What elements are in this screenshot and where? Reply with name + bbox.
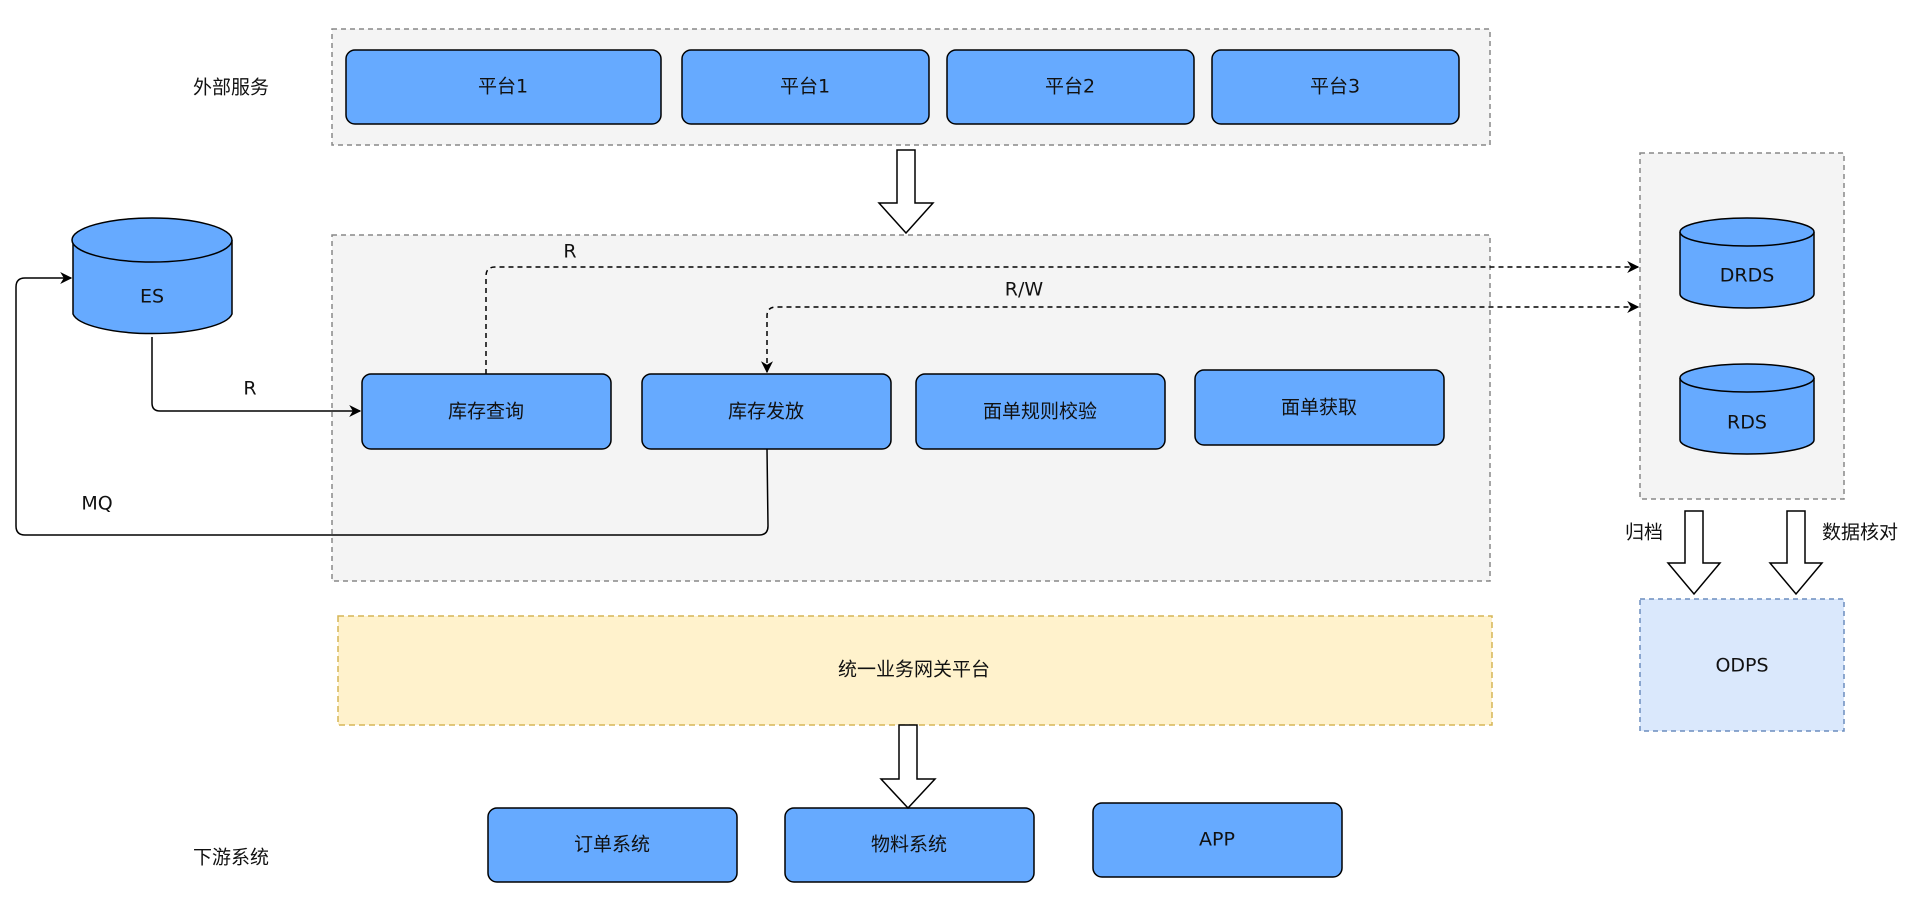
connector-inventory-issue-rw-storage xyxy=(761,301,1640,374)
platform-box-2 xyxy=(681,49,930,125)
odps-box xyxy=(1639,598,1845,732)
downstream-box-order xyxy=(487,807,738,883)
connector-inventory-query-to-storage xyxy=(485,261,1640,374)
service-label-waybill-rule-check: 面单规则校验 xyxy=(983,401,1097,423)
platform-label-2: 平台1 xyxy=(780,76,830,98)
connector-label-r-es: R xyxy=(243,378,256,400)
platform-label-3: 平台2 xyxy=(1045,76,1095,98)
block-arrow-platforms-to-core xyxy=(877,149,935,235)
archive-label: 归档 xyxy=(1625,522,1663,544)
data-reconcile-label: 数据核对 xyxy=(1822,522,1898,544)
gateway-box xyxy=(337,615,1493,726)
drds-database-cylinder xyxy=(1679,217,1815,309)
platform-box-3 xyxy=(946,49,1195,125)
platform-label-4: 平台3 xyxy=(1310,76,1360,98)
block-arrow-archive xyxy=(1666,510,1722,596)
platform-box-1 xyxy=(345,49,662,125)
connector-label-r-top: R xyxy=(563,241,576,263)
service-label-inventory-issue: 库存发放 xyxy=(728,401,804,423)
downstream-label-material: 物料系统 xyxy=(871,834,947,856)
gateway-label: 统一业务网关平台 xyxy=(838,659,990,681)
downstream-systems-label: 下游系统 xyxy=(193,847,269,869)
drds-label: DRDS xyxy=(1720,265,1775,287)
rds-label: RDS xyxy=(1727,412,1767,434)
external-services-label: 外部服务 xyxy=(193,77,269,99)
service-label-inventory-query: 库存查询 xyxy=(448,401,524,423)
platform-label-1: 平台1 xyxy=(478,76,528,98)
downstream-label-app: APP xyxy=(1199,829,1235,851)
downstream-box-material xyxy=(784,807,1035,883)
connector-es-to-inventory-query xyxy=(151,337,362,417)
downstream-box-app xyxy=(1092,802,1343,878)
connector-label-rw: R/W xyxy=(1005,279,1044,301)
odps-label: ODPS xyxy=(1715,655,1768,677)
es-label: ES xyxy=(140,286,164,308)
connector-inventory-issue-to-es xyxy=(15,272,769,536)
es-database-cylinder xyxy=(71,217,233,335)
downstream-label-order: 订单系统 xyxy=(574,834,650,856)
service-box-waybill-rule-check xyxy=(915,373,1166,450)
connector-label-mq: MQ xyxy=(81,493,112,515)
platform-box-4 xyxy=(1211,49,1460,125)
block-arrow-gateway-to-downstream xyxy=(879,724,937,810)
block-arrow-data-reconcile xyxy=(1768,510,1824,596)
service-box-inventory-issue xyxy=(641,373,892,450)
service-label-waybill-fetch: 面单获取 xyxy=(1281,397,1357,419)
rds-database-cylinder xyxy=(1679,363,1815,455)
